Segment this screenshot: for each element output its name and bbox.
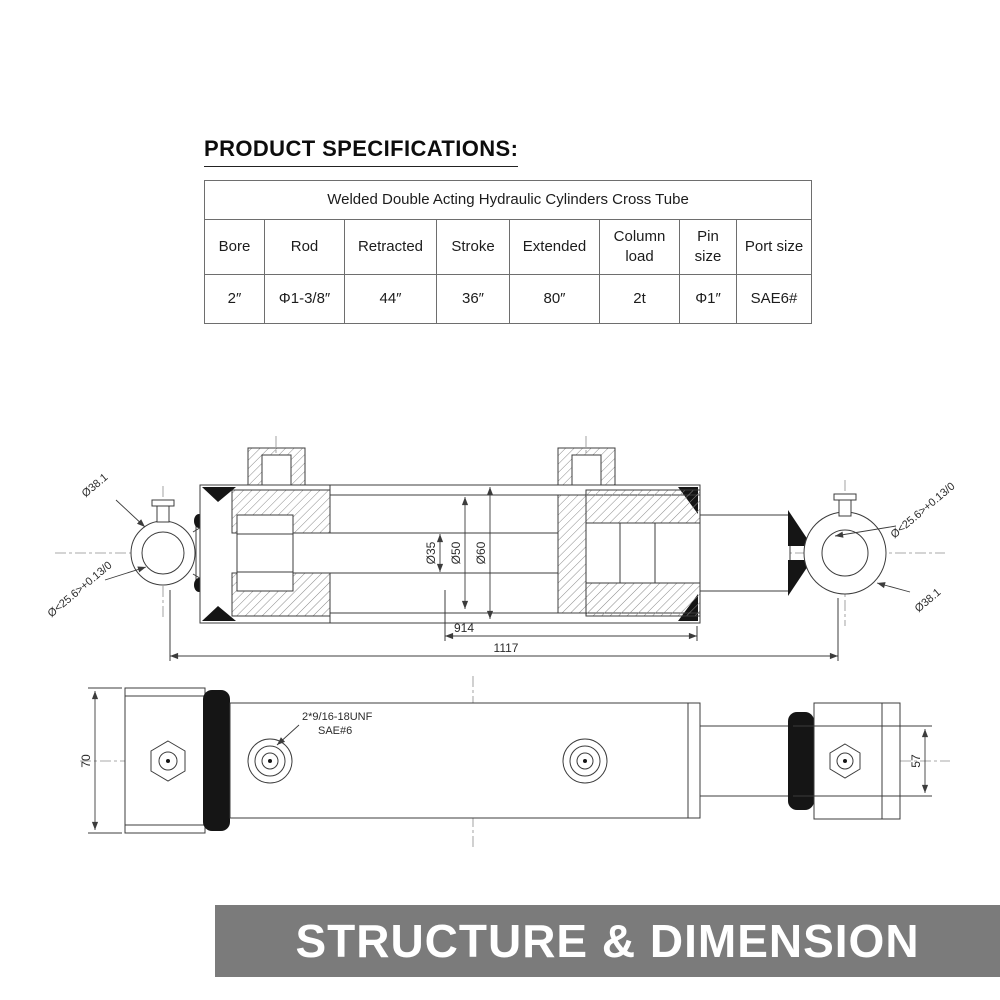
port-boss-rod-side <box>247 447 306 486</box>
header-pin-size: Pin size <box>679 219 737 275</box>
piston <box>557 494 587 614</box>
tube-body-top <box>229 702 701 819</box>
header-bore: Bore <box>204 219 265 275</box>
header-port-size: Port size <box>735 219 813 275</box>
header-stroke: Stroke <box>436 219 510 275</box>
label-port-thread: 2*9/16-18UNF <box>302 711 373 723</box>
label-dim-1117: 1117 <box>494 641 519 655</box>
label-pin-bore-left: Ø<25.6>+0.13/0 <box>46 559 115 620</box>
bottom-banner: STRUCTURE & DIMENSION <box>215 905 1000 977</box>
right-grease-fitting <box>833 493 857 501</box>
label-pin-dia-right: Ø38.1 <box>913 586 944 614</box>
header-rod: Rod <box>264 219 345 275</box>
right-pin-bore <box>821 529 869 577</box>
label-rod-diameter: Ø35 <box>424 541 438 564</box>
table-value-row: 2″ Φ1-3/8″ 44″ 36″ 80″ 2t Φ1″ SAE6# <box>204 274 813 324</box>
top-view: 2*9/16-18UNF SAE#6 70 57 <box>79 676 950 848</box>
left-mount-plate <box>124 687 206 834</box>
port-boss-cap-side <box>557 447 616 486</box>
side-view: Ø35 Ø50 Ø60 914 1117 Ø38.1 Ø<25.6>+0.13/… <box>46 436 958 661</box>
rod-gland <box>231 489 331 617</box>
right-clevis <box>699 493 887 596</box>
port-circle-cap-side <box>562 738 608 784</box>
spec-table: Welded Double Acting Hydraulic Cylinders… <box>203 180 813 324</box>
value-retracted: 44″ <box>344 274 437 324</box>
port-callout: 2*9/16-18UNF SAE#6 <box>276 711 373 746</box>
value-bore: 2″ <box>204 274 265 324</box>
label-dim-57: 57 <box>909 754 923 768</box>
value-rod: Φ1-3/8″ <box>264 274 345 324</box>
piston-assembly <box>557 489 701 617</box>
top-view-dimensions: 70 57 <box>79 687 932 834</box>
table-caption-row: Welded Double Acting Hydraulic Cylinders… <box>203 180 813 220</box>
banner-title: STRUCTURE & DIMENSION <box>295 915 920 967</box>
rod-top-view <box>699 725 791 797</box>
value-stroke: 36″ <box>436 274 510 324</box>
port-circle-rod-side <box>247 738 293 784</box>
port-hole-rod-side <box>261 454 292 486</box>
left-pin-bore <box>141 531 185 575</box>
port-hole-cap-side <box>571 454 602 486</box>
value-extended: 80″ <box>509 274 600 324</box>
gland-hex-nut <box>236 514 294 592</box>
label-port-standard: SAE#6 <box>318 725 352 737</box>
header-column-load: Column load <box>599 219 680 275</box>
header-extended: Extended <box>509 219 600 275</box>
value-pin-size: Φ1″ <box>679 274 737 324</box>
label-dim-914: 914 <box>454 621 474 635</box>
left-grease-fitting <box>151 499 175 507</box>
piston-rod <box>292 532 559 574</box>
table-header-row: Bore Rod Retracted Stroke Extended Colum… <box>204 219 813 275</box>
label-pin-bore-right: Ø<25.6>+0.13/0 <box>889 480 958 541</box>
label-bore-diameter: Ø50 <box>449 541 463 564</box>
label-tube-od: Ø60 <box>474 541 488 564</box>
right-clevis-block <box>813 702 901 820</box>
rod-extension <box>699 514 791 592</box>
table-caption: Welded Double Acting Hydraulic Cylinders… <box>203 180 813 220</box>
label-pin-dia-left: Ø38.1 <box>80 471 111 499</box>
left-cross-tube-band <box>203 690 230 831</box>
page-title: PRODUCT SPECIFICATIONS: <box>204 136 519 167</box>
value-column-load: 2t <box>599 274 680 324</box>
header-retracted: Retracted <box>344 219 437 275</box>
label-dim-70: 70 <box>79 754 93 768</box>
right-weld-band <box>788 712 814 810</box>
value-port-size: SAE6# <box>735 274 813 324</box>
technical-drawing: Ø35 Ø50 Ø60 914 1117 Ø38.1 Ø<25.6>+0.13/… <box>46 436 958 848</box>
side-view-dimensions: Ø35 Ø50 Ø60 914 1117 <box>169 487 839 661</box>
